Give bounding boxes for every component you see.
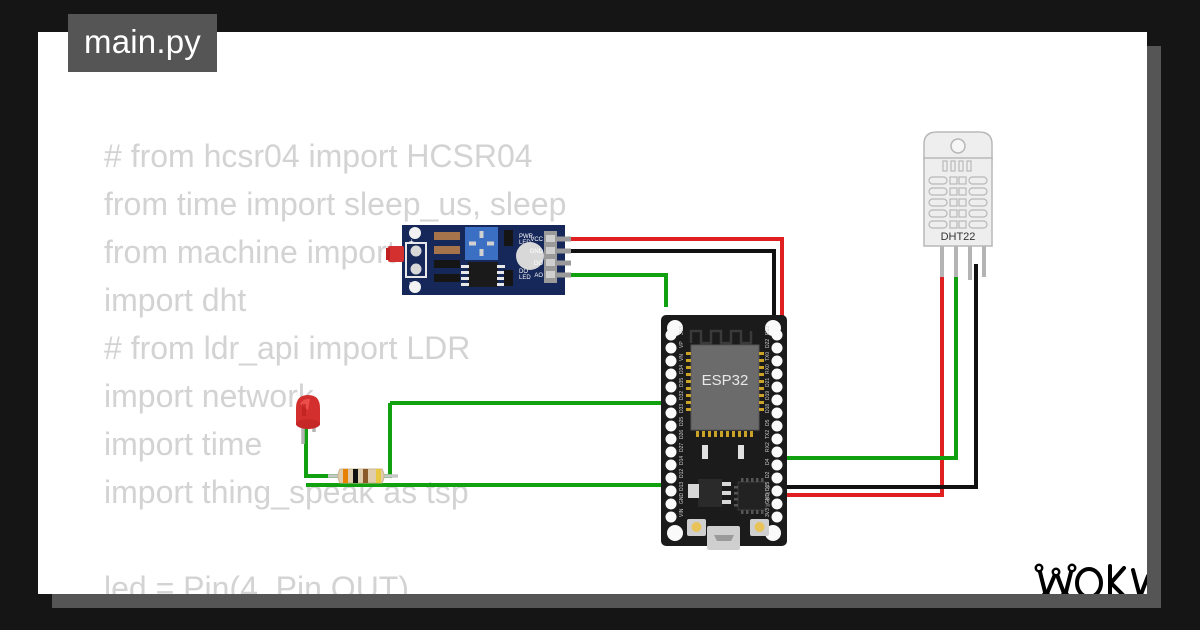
svg-text:D18: D18	[765, 404, 771, 413]
resistor-component[interactable]	[328, 468, 398, 484]
svg-text:D27: D27	[679, 443, 685, 452]
svg-text:D14: D14	[679, 456, 685, 465]
svg-text:DO: DO	[519, 269, 528, 275]
svg-text:PWR: PWR	[519, 234, 534, 240]
svg-text:VCC: VCC	[530, 237, 543, 243]
wokwi-logo	[1034, 563, 1147, 594]
svg-text:DO: DO	[534, 261, 543, 267]
esp32-label: ESP32	[702, 372, 749, 389]
svg-text:D33: D33	[679, 404, 685, 413]
esp32-board[interactable]: ESP32	[661, 315, 787, 550]
svg-text:VN: VN	[679, 354, 685, 361]
svg-text:D32: D32	[679, 391, 685, 400]
ldr-photocell	[386, 246, 404, 262]
wire-green-dht-data	[786, 264, 958, 460]
svg-text:D19: D19	[765, 391, 771, 400]
svg-text:TX0: TX0	[765, 352, 771, 361]
svg-text:D15: D15	[765, 482, 771, 491]
esp32-right-header	[771, 329, 783, 523]
svg-text:+: +	[409, 237, 414, 246]
svg-text:LED: LED	[519, 275, 531, 281]
svg-text:VIN: VIN	[679, 508, 685, 517]
dht22-label: DHT22	[941, 231, 976, 243]
svg-text:3V3: 3V3	[765, 508, 771, 517]
svg-text:D2: D2	[765, 471, 771, 478]
svg-text:AO: AO	[534, 273, 543, 279]
esp32-left-header	[665, 329, 677, 523]
svg-text:RX0: RX0	[765, 364, 771, 374]
svg-text:-: -	[409, 278, 412, 287]
svg-text:RX2: RX2	[765, 442, 771, 452]
svg-text:D25: D25	[679, 417, 685, 426]
svg-text:VP: VP	[679, 341, 685, 348]
svg-text:D5: D5	[765, 419, 771, 426]
svg-text:D4: D4	[765, 458, 771, 465]
circuit-diagram: + -	[296, 131, 993, 550]
svg-text:TX2: TX2	[765, 430, 771, 439]
wire-red-dht-vcc	[782, 264, 944, 497]
photoresistor-module[interactable]: + -	[386, 225, 571, 295]
svg-text:D13: D13	[679, 482, 685, 491]
wire-black-dht-gnd	[774, 264, 978, 489]
svg-text:GND: GND	[765, 493, 771, 505]
svg-text:D21: D21	[765, 378, 771, 387]
svg-text:3V3: 3V3	[679, 326, 685, 335]
svg-text:GND: GND	[530, 249, 544, 255]
wire-group	[304, 237, 978, 497]
svg-text:D23: D23	[765, 326, 771, 335]
svg-text:D34: D34	[679, 365, 685, 374]
svg-text:D12: D12	[679, 469, 685, 478]
svg-text:D35: D35	[679, 378, 685, 387]
wire-green-ldr-ao	[570, 273, 668, 307]
svg-text:D26: D26	[679, 430, 685, 439]
svg-text:GND: GND	[679, 493, 685, 505]
svg-text:D22: D22	[765, 339, 771, 348]
dht22-sensor[interactable]: DHT22	[923, 131, 993, 280]
led-component[interactable]	[296, 395, 320, 444]
file-tab-main-py[interactable]: main.py	[68, 14, 217, 72]
